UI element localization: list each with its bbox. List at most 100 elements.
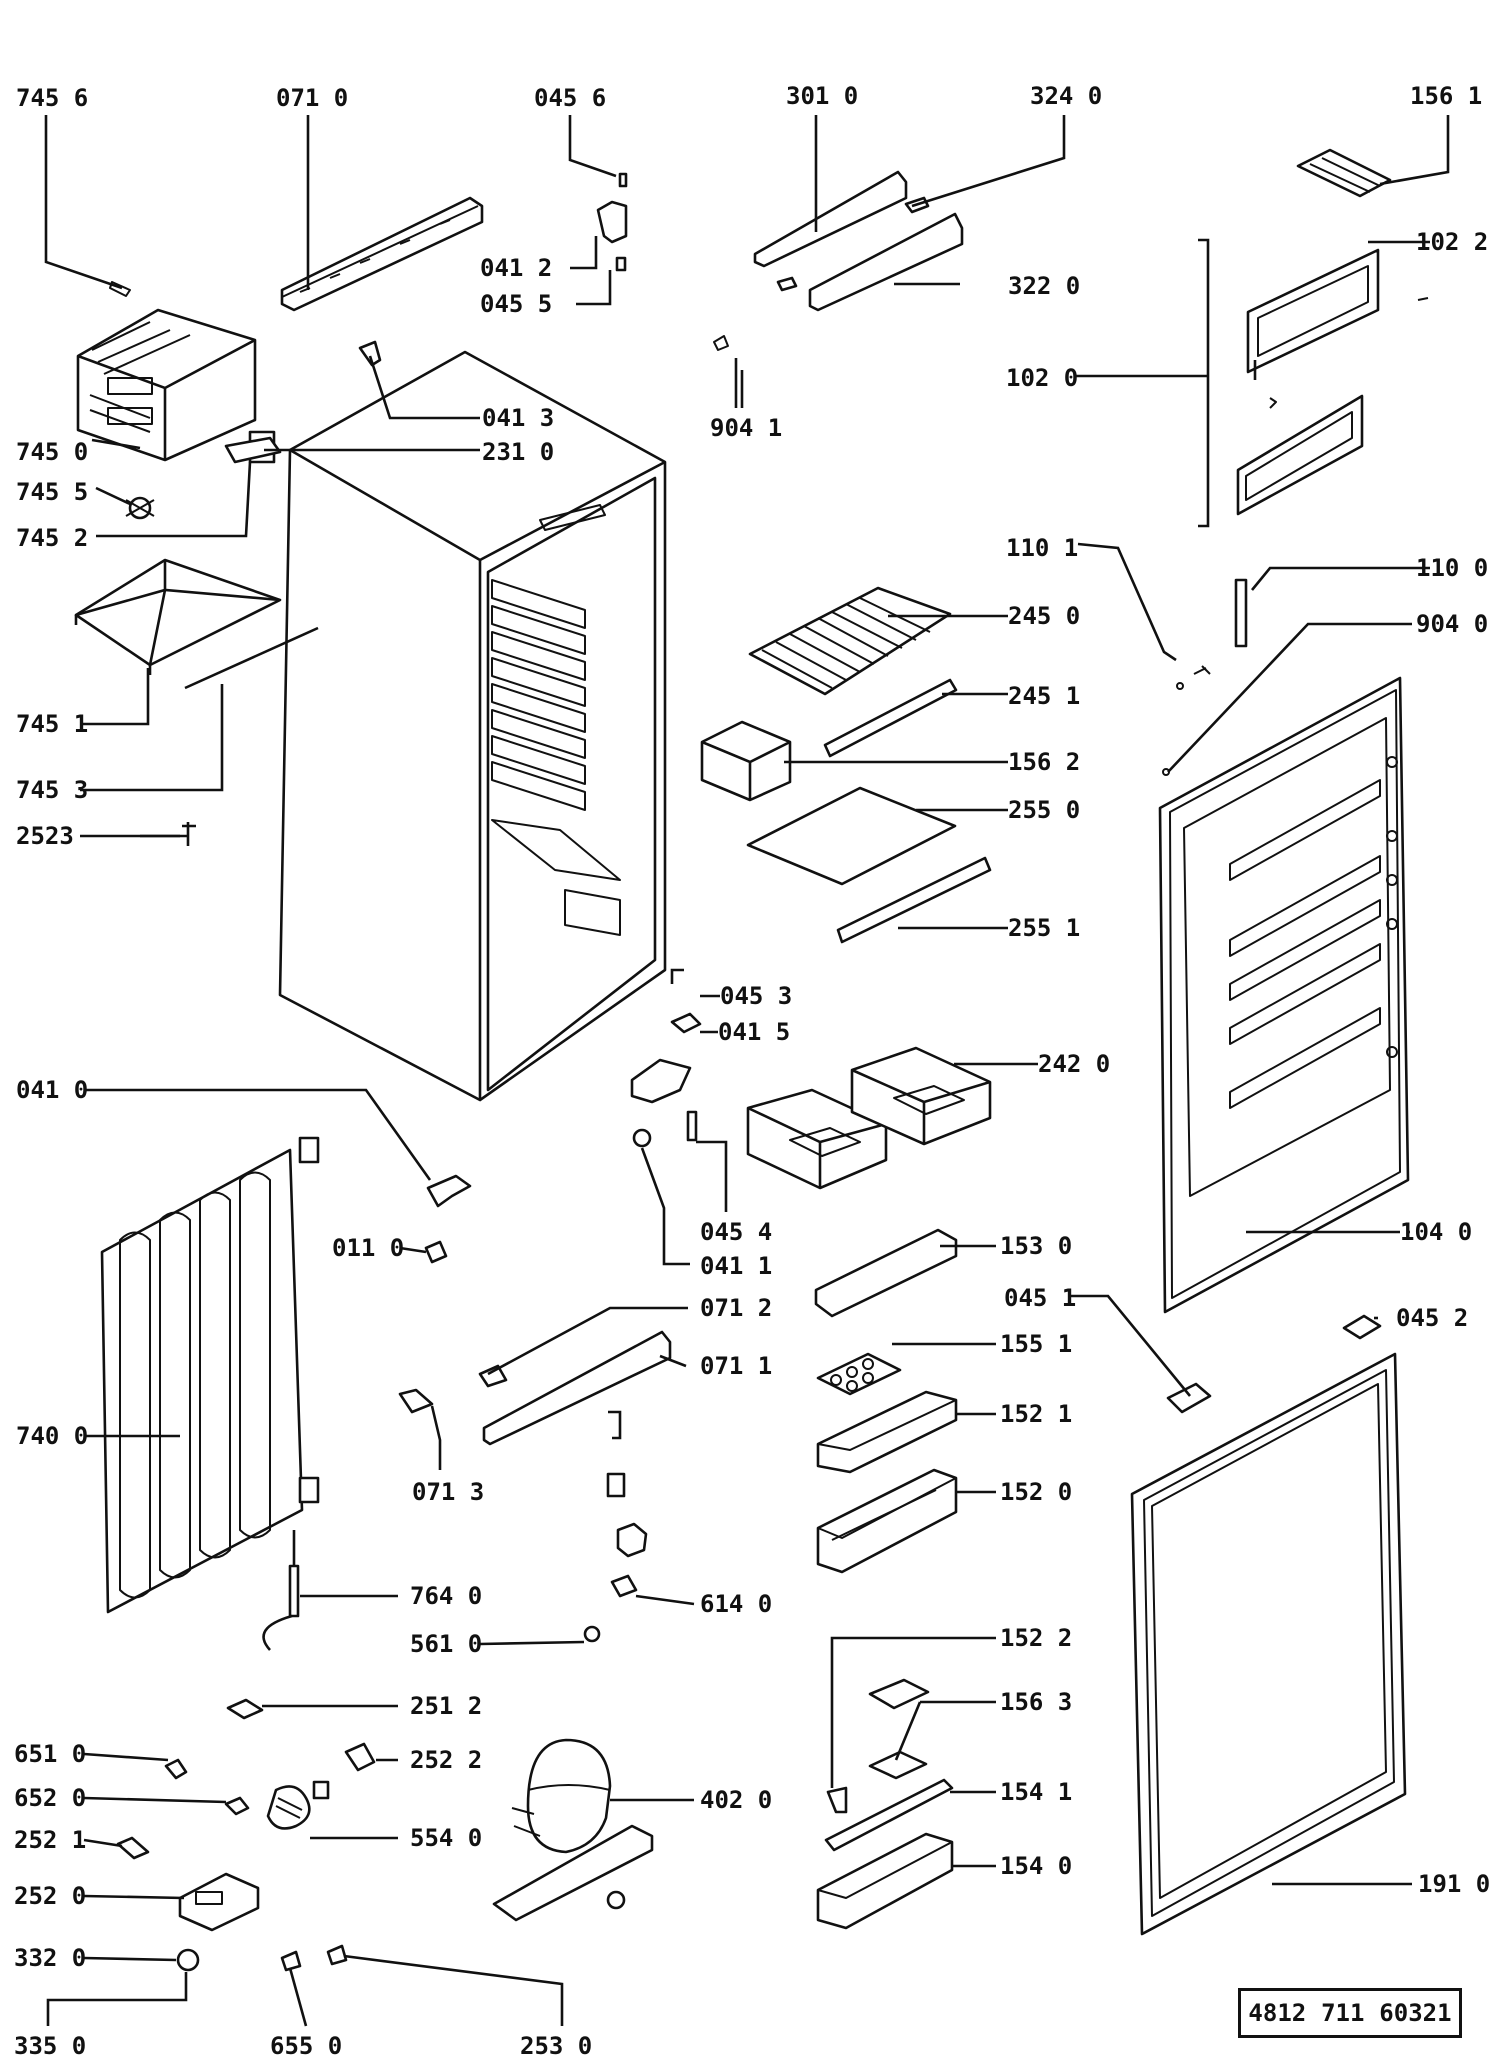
- filter-drier-764-0: [288, 1564, 300, 1618]
- egg-tray-155-1: [816, 1352, 902, 1396]
- label-071-1: 071 1: [700, 1352, 772, 1380]
- label-110-1: 110 1: [1006, 534, 1078, 562]
- label-071-2: 071 2: [700, 1294, 772, 1322]
- bracket-071-3: [398, 1388, 434, 1414]
- part-252-1: [116, 1836, 150, 1860]
- leader-lines: [44, 115, 1450, 2027]
- label-041-3: 041 3: [482, 404, 554, 432]
- shelf-trim-255-1: [836, 856, 992, 944]
- label-156-2: 156 2: [1008, 748, 1080, 776]
- part-655-0: [280, 1950, 302, 1972]
- part-652-0: [224, 1796, 250, 1816]
- label-156-1: 156 1: [1410, 82, 1482, 110]
- mid-hinge-assembly: [630, 968, 702, 1148]
- label-045-6: 045 6: [534, 84, 606, 112]
- screw-110-1: [1193, 665, 1211, 675]
- label-011-0: 011 0: [332, 1234, 404, 1262]
- label-102-0: 102 0: [1006, 364, 1078, 392]
- label-041-0: 041 0: [16, 1076, 88, 1104]
- label-652-0: 652 0: [14, 1784, 86, 1812]
- label-251-2: 251 2: [410, 1692, 482, 1720]
- label-041-2: 041 2: [480, 254, 552, 282]
- label-245-1: 245 1: [1008, 682, 1080, 710]
- label-045-1: 045 1: [1004, 1284, 1076, 1312]
- label-651-0: 651 0: [14, 1740, 86, 1768]
- coil-554-0: [266, 1780, 330, 1830]
- label-104-0: 104 0: [1400, 1218, 1472, 1246]
- label-110-0: 110 0: [1416, 554, 1488, 582]
- label-153-0: 153 0: [1000, 1232, 1072, 1260]
- label-152-2: 152 2: [1000, 1624, 1072, 1652]
- label-324-0: 324 0: [1030, 82, 1102, 110]
- bottle-bin-154-0: [816, 1832, 954, 1930]
- label-614-0: 614 0: [700, 1590, 772, 1618]
- label-745-2: 745 2: [16, 524, 88, 552]
- label-252-0: 252 0: [14, 1882, 86, 1910]
- doc-number-part1: 4812: [1248, 1999, 1307, 2027]
- tube-b: [262, 1614, 293, 1651]
- fan-745-5: [125, 496, 155, 520]
- label-2523: 2523: [16, 822, 74, 850]
- label-045-3: 045 3: [720, 982, 792, 1010]
- label-071-3: 071 3: [412, 1478, 484, 1506]
- label-255-0: 255 0: [1008, 796, 1080, 824]
- label-152-1: 152 1: [1000, 1400, 1072, 1428]
- bracket-041-0: [426, 1174, 472, 1208]
- label-745-6: 745 6: [16, 84, 88, 112]
- part-drawings: [74, 148, 1429, 1972]
- plate-071-2: [478, 1364, 508, 1388]
- label-252-1: 252 1: [14, 1826, 86, 1854]
- egg-tray-156-1: [1296, 148, 1392, 198]
- relay-block: [616, 1522, 648, 1558]
- foot-011-0: [424, 1240, 448, 1264]
- document-number-box: 4812 711 60321: [1238, 1988, 1462, 2038]
- part-253-0: [326, 1944, 348, 1966]
- label-252-2: 252 2: [410, 1746, 482, 1774]
- door-bin-152-1: [816, 1390, 958, 1474]
- label-045-5: 045 5: [480, 290, 552, 318]
- hinge-045-2: [1342, 1314, 1382, 1340]
- drain-tube-745-3: [184, 626, 319, 690]
- cabinet-body: [278, 350, 667, 1102]
- label-045-2: 045 2: [1396, 1304, 1468, 1332]
- fridge-door-104-0: [1158, 676, 1410, 1314]
- glass-shelf-255-0: [746, 786, 957, 886]
- label-242-0: 242 0: [1038, 1050, 1110, 1078]
- label-231-0: 231 0: [482, 438, 554, 466]
- label-191-0: 191 0: [1418, 1870, 1490, 1898]
- top-hinge-assembly: [596, 172, 628, 272]
- part-labels: 745 6 071 0 045 6 301 0 324 0 156 1 041 …: [14, 82, 1490, 2060]
- bracket-251-2: [226, 1698, 264, 1720]
- label-335-0: 335 0: [14, 2032, 86, 2060]
- drip-tray: [74, 558, 282, 675]
- marker-2523: [140, 822, 196, 846]
- label-156-3: 156 3: [1000, 1688, 1072, 1716]
- label-554-0: 554 0: [410, 1824, 482, 1852]
- label-255-1: 255 1: [1008, 914, 1080, 942]
- shelf-trim-245-1: [823, 678, 958, 758]
- small-block-1: [606, 1472, 626, 1498]
- condenser-coil-740-0: [100, 1136, 320, 1614]
- door-gasket-191-0: [1130, 1352, 1407, 1936]
- hinge-pin-110-0: [1234, 578, 1248, 648]
- lamp-745-6: [109, 281, 131, 297]
- label-045-4: 045 4: [700, 1218, 772, 1246]
- label-245-0: 245 0: [1008, 602, 1080, 630]
- doc-number-part3: 60321: [1379, 1999, 1452, 2027]
- part-614-0: [610, 1574, 638, 1598]
- grommet-561-0: [583, 1625, 601, 1643]
- bracket-041-3: [358, 340, 382, 367]
- part-252-2: [344, 1742, 376, 1772]
- label-253-0: 253 0: [520, 2032, 592, 2060]
- label-745-5: 745 5: [16, 478, 88, 506]
- butter-box-156-2: [700, 720, 792, 802]
- freezer-evaporator-box: [76, 308, 257, 462]
- label-745-1: 745 1: [16, 710, 88, 738]
- label-041-5: 041 5: [718, 1018, 790, 1046]
- label-155-1: 155 1: [1000, 1330, 1072, 1358]
- label-740-0: 740 0: [16, 1422, 88, 1450]
- label-764-0: 764 0: [410, 1582, 482, 1610]
- cover-156-3: [868, 1678, 930, 1780]
- compressor-402-0: [492, 1738, 654, 1922]
- top-rail-071-0: [280, 196, 484, 312]
